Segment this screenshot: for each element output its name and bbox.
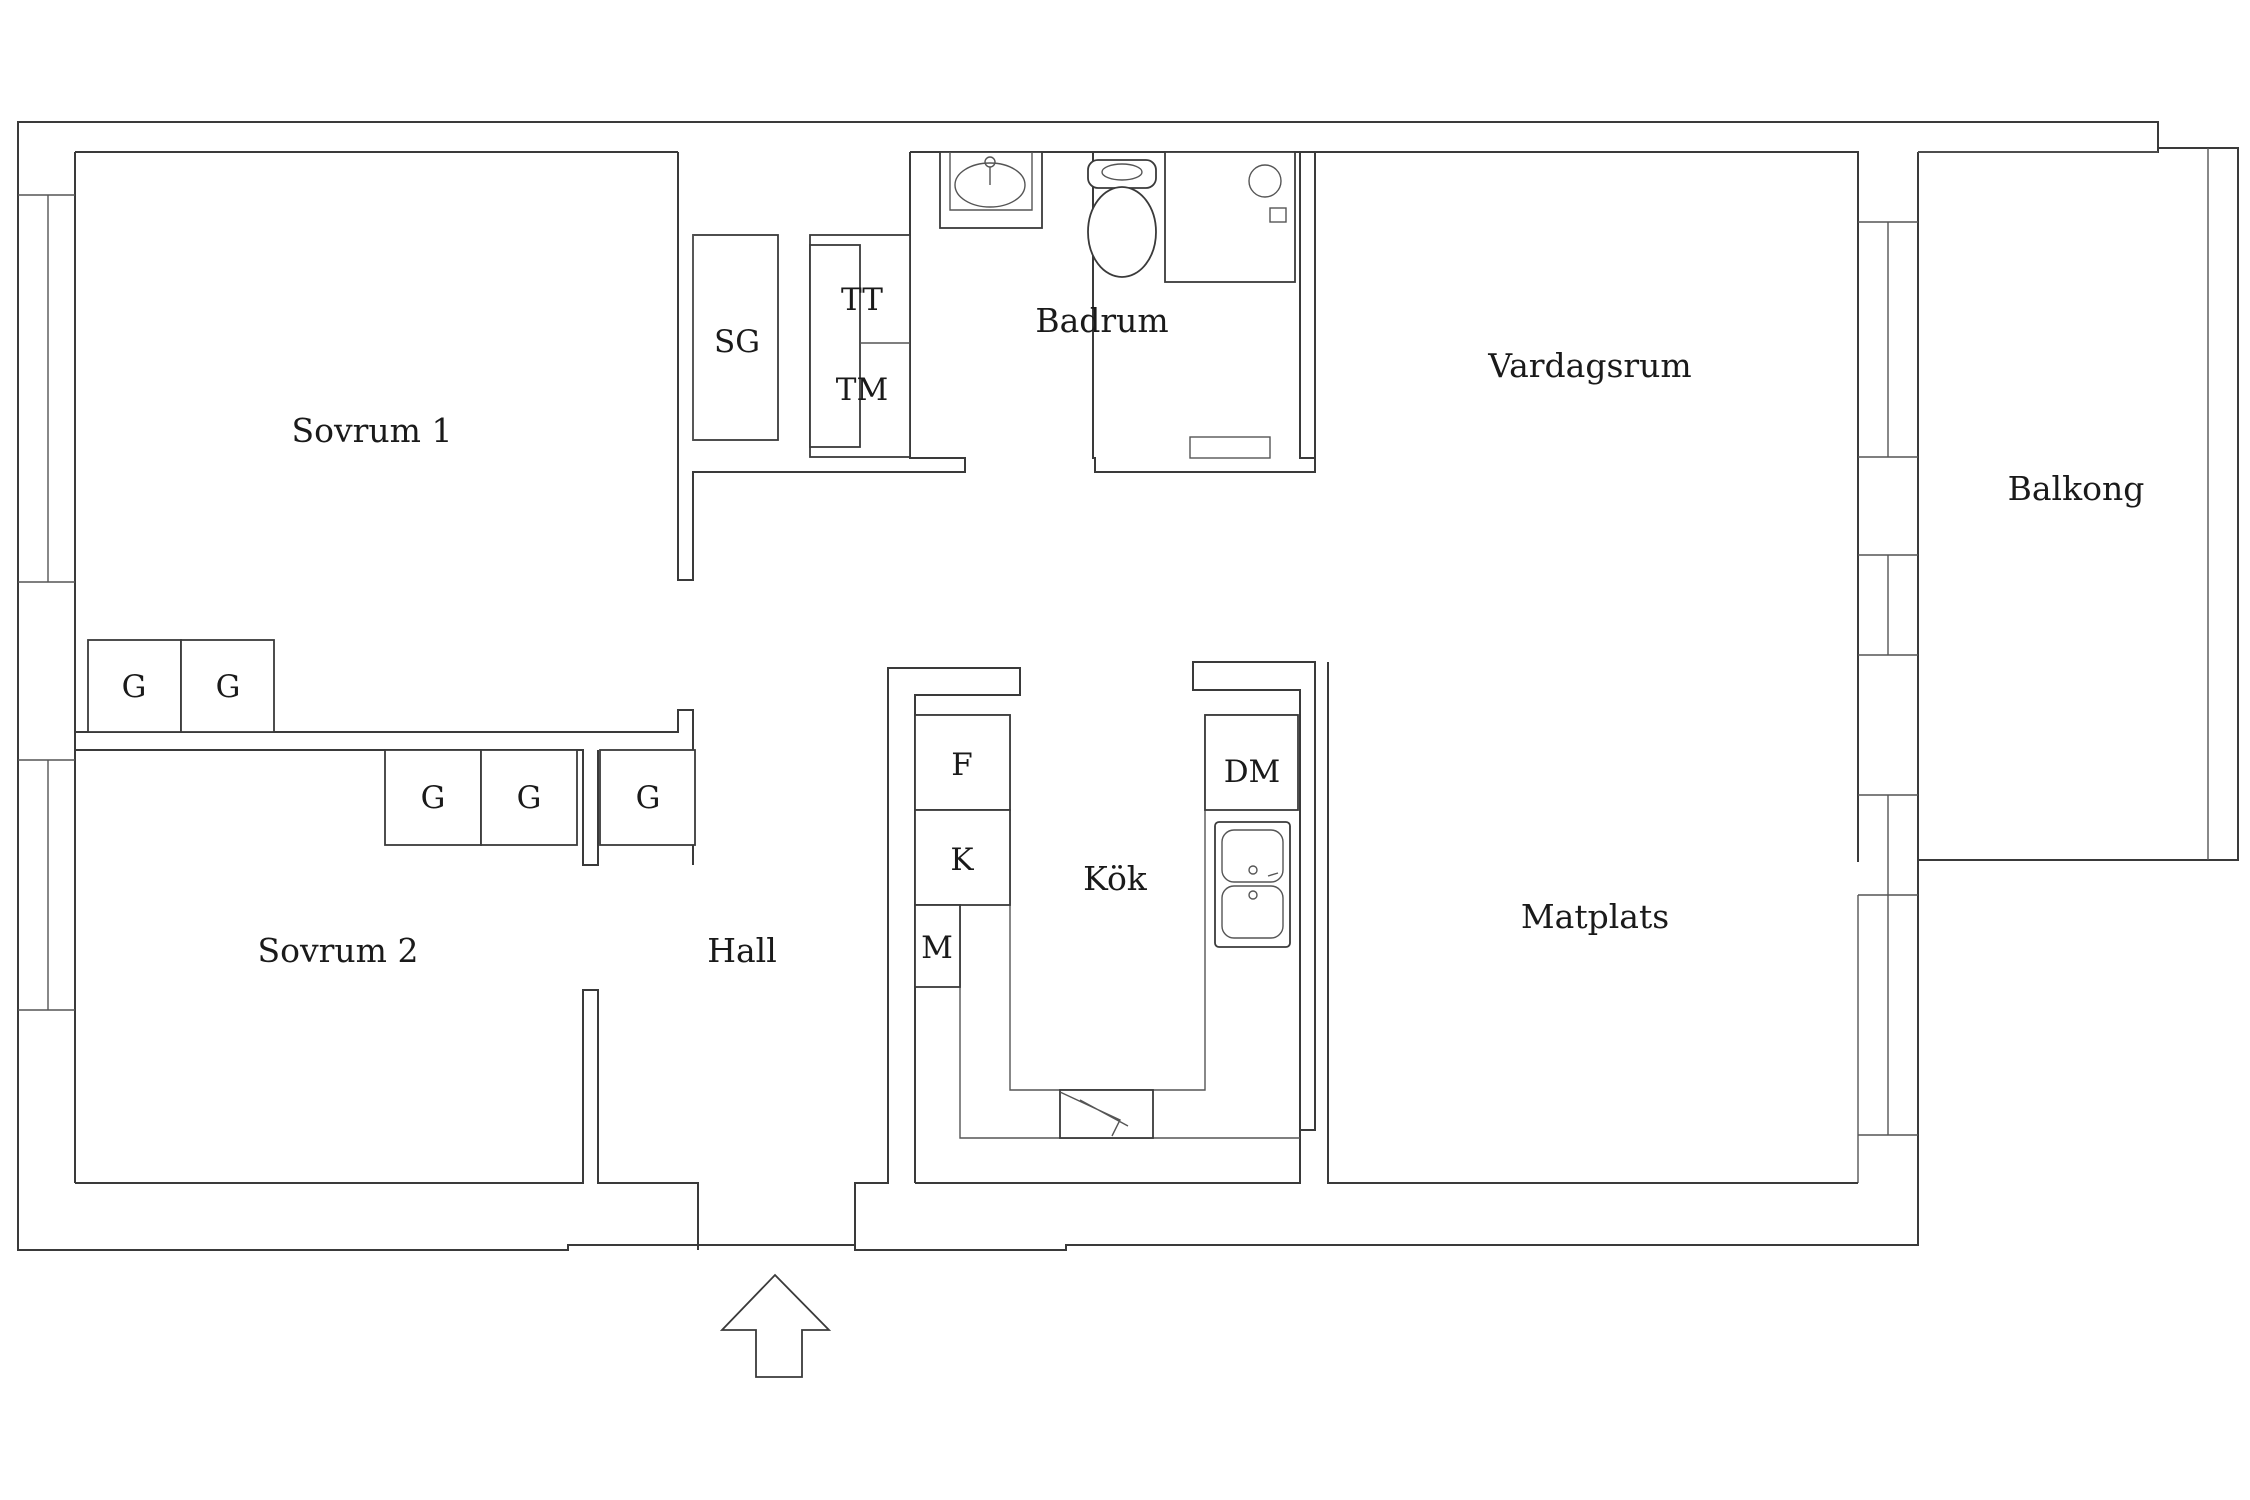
washbasin-icon: [939, 151, 1043, 229]
fixture-g-label: G: [122, 669, 147, 705]
wardrobe-sg: SG: [692, 234, 779, 441]
fixture-k-label: K: [950, 842, 974, 878]
fixture-g-label: G: [216, 669, 241, 705]
fixture-g-label: G: [636, 780, 661, 816]
room-label-sovrum2: Sovrum 2: [258, 931, 419, 970]
stove-icon: [1059, 1089, 1154, 1139]
bathroom-cabinets: TT TM: [809, 234, 911, 458]
fixture-tm-label: TM: [836, 372, 888, 408]
fixture-f-label: F: [951, 747, 973, 783]
fixture-tt-label: TT: [841, 282, 883, 318]
fixture-g-label: G: [421, 780, 446, 816]
fixture-g-label: G: [517, 780, 542, 816]
room-label-matplats: Matplats: [1521, 897, 1669, 936]
room-label-kok: Kök: [1083, 859, 1148, 898]
room-label-balkong: Balkong: [2008, 469, 2145, 508]
room-label-badrum: Badrum: [1035, 301, 1168, 340]
outer-walls: [17, 121, 2239, 1251]
fixture-m-label: M: [921, 930, 953, 966]
kitchen-counter: F K M DM: [914, 714, 1300, 1139]
toilet-icon: [1087, 159, 1157, 278]
interior-walls: [75, 152, 1858, 1250]
room-label-vardagsrum: Vardagsrum: [1487, 346, 1691, 385]
room-label-hall: Hall: [707, 931, 777, 970]
bathroom-radiator: [1189, 436, 1271, 459]
double-sink-icon: [1214, 821, 1291, 948]
wardrobes-bedroom2: G G G: [384, 749, 696, 846]
shower-icon: [1164, 151, 1296, 283]
entrance-arrow-icon: [719, 1273, 832, 1378]
wardrobes-bedroom1: G G: [87, 639, 275, 733]
fixture-sg-label: SG: [714, 324, 760, 360]
fixture-dm-label: DM: [1224, 754, 1281, 790]
room-label-sovrum1: Sovrum 1: [292, 411, 453, 450]
